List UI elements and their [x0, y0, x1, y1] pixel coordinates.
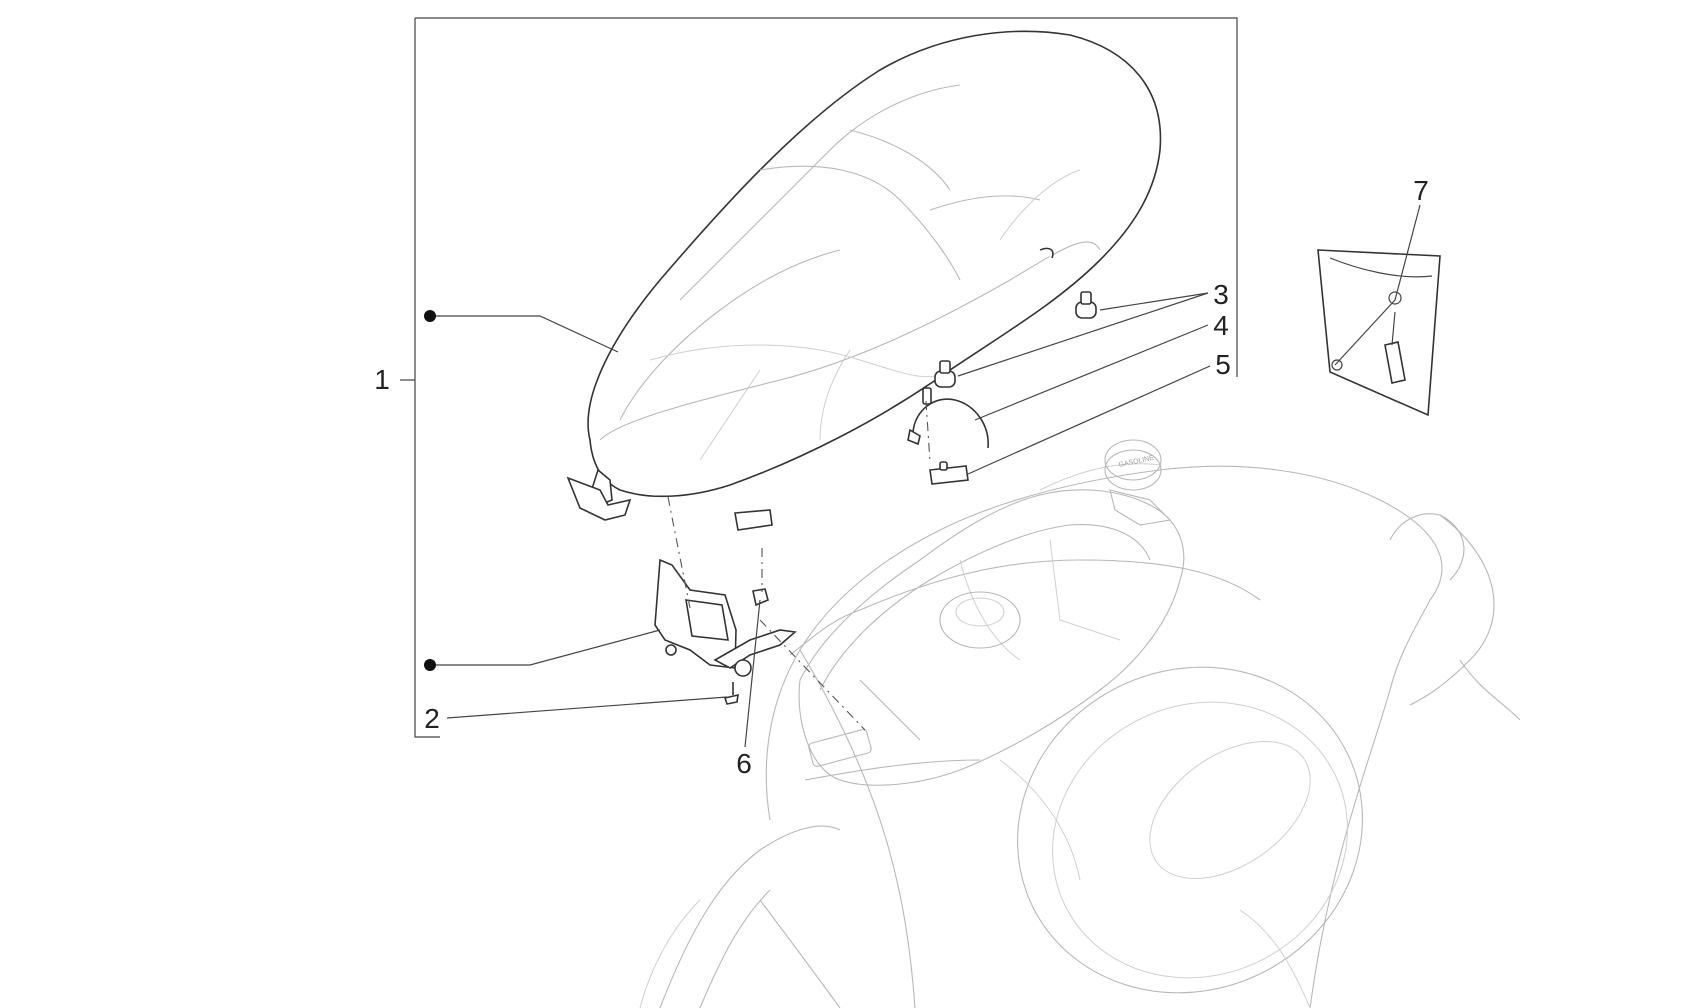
fuel-cap: GASOLINE [1104, 439, 1172, 526]
rubber-pad-part [929, 461, 969, 485]
storage-compartment [798, 463, 1185, 786]
tool-kit-bag-part [1317, 249, 1441, 417]
scooter-body-outline [639, 465, 1521, 1008]
reference-dot-hinge [424, 659, 436, 671]
callout-4: 4 [1213, 310, 1229, 341]
assembly-bracket-frame [400, 17, 1238, 738]
callout-1: 1 [374, 364, 390, 395]
fuel-cap-text: GASOLINE [1118, 455, 1155, 469]
callout-2: 2 [424, 703, 440, 734]
reference-dots [424, 310, 436, 671]
cable-strap-part [907, 387, 989, 449]
screw-part [752, 588, 769, 607]
seat-hinge-bracket-part [654, 558, 797, 705]
assembly-guide-lines [667, 400, 931, 731]
reference-dot-seat [424, 310, 436, 322]
rubber-buffer-part [934, 291, 1097, 388]
callout-5: 5 [1215, 349, 1231, 380]
leader-lines [430, 204, 1421, 748]
callout-7: 7 [1413, 175, 1429, 206]
saddle-seat-part [566, 30, 1162, 531]
callout-labels: 1 2 3 4 5 6 7 [374, 175, 1429, 779]
callout-3: 3 [1213, 279, 1229, 310]
callout-6: 6 [736, 748, 752, 779]
